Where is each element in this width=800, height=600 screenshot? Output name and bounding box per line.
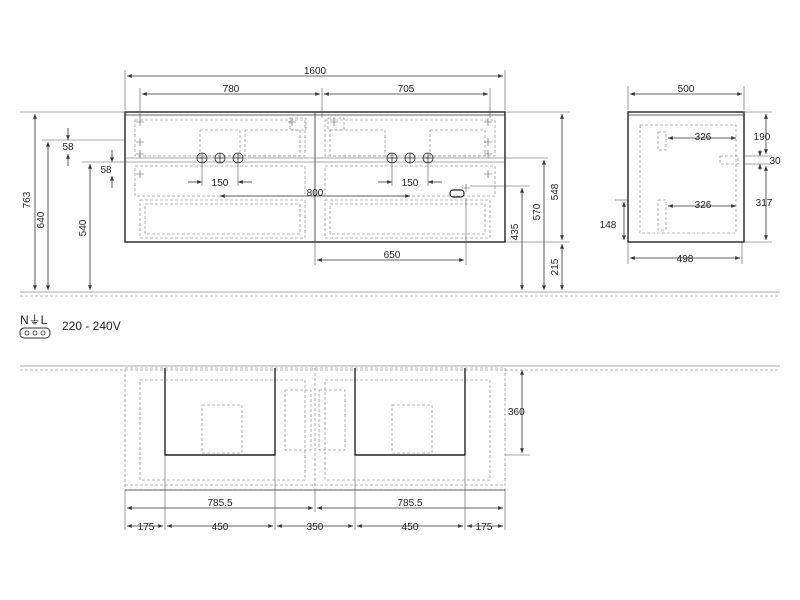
right-bowl-cutout [354, 368, 466, 456]
top-view: 360 785.5 785.5 175 450 350 450 175 [20, 365, 780, 533]
dim-drawer-top: 326 [695, 132, 712, 143]
electrical-legend: N⏚L 220 - 240V [19, 313, 121, 339]
dim-540: 540 [78, 219, 89, 236]
dim-depth-bot: 498 [677, 254, 694, 265]
dim-435: 435 [510, 223, 521, 240]
dim-center: 800 [307, 188, 324, 199]
dim-tap-right: 150 [402, 178, 419, 189]
floor-line [20, 291, 780, 297]
left-tap-connections [196, 152, 244, 164]
dim-215: 215 [550, 258, 561, 275]
socket-symbol-icon [19, 327, 51, 339]
dim-socket-width: 650 [384, 250, 401, 261]
dim-360: 360 [508, 407, 525, 418]
dim-depth-top: 500 [678, 84, 695, 95]
dim-seg-5: 175 [476, 522, 493, 533]
dim-seg-3: 350 [307, 522, 324, 533]
dim-570: 570 [532, 203, 543, 220]
dim-640: 640 [36, 211, 47, 228]
left-bowl-cutout [164, 368, 276, 456]
dim-seg-1: 175 [138, 522, 155, 533]
dim-left-bowl: 780 [223, 84, 240, 95]
dim-drawer-bot: 326 [695, 200, 712, 211]
dim-763: 763 [22, 191, 33, 208]
dim-548: 548 [550, 183, 561, 200]
dim-58-mid: 58 [100, 165, 112, 176]
dim-tap-left: 150 [212, 178, 229, 189]
dim-58-top: 58 [62, 142, 74, 153]
dim-317: 317 [756, 198, 773, 209]
dim-half-right: 785.5 [397, 498, 422, 509]
dim-right-bowl: 705 [398, 84, 415, 95]
dim-seg-2: 450 [212, 522, 229, 533]
socket-icon [449, 189, 465, 198]
dim-width: 1600 [304, 66, 327, 77]
dim-148: 148 [600, 220, 617, 231]
front-view: 1600 780 705 763 640 540 58 58 150 [20, 66, 570, 290]
dim-seg-4: 450 [402, 522, 419, 533]
nl-symbol: N⏚L [20, 313, 48, 327]
side-view: 500 326 326 190 30 317 148 498 [600, 84, 781, 265]
side-cabinet-outline [627, 111, 745, 243]
dim-30: 30 [769, 156, 781, 167]
dim-half-left: 785.5 [207, 498, 232, 509]
dim-190: 190 [754, 132, 771, 143]
right-tap-connections [386, 152, 434, 164]
voltage-label: 220 - 240V [62, 319, 121, 333]
